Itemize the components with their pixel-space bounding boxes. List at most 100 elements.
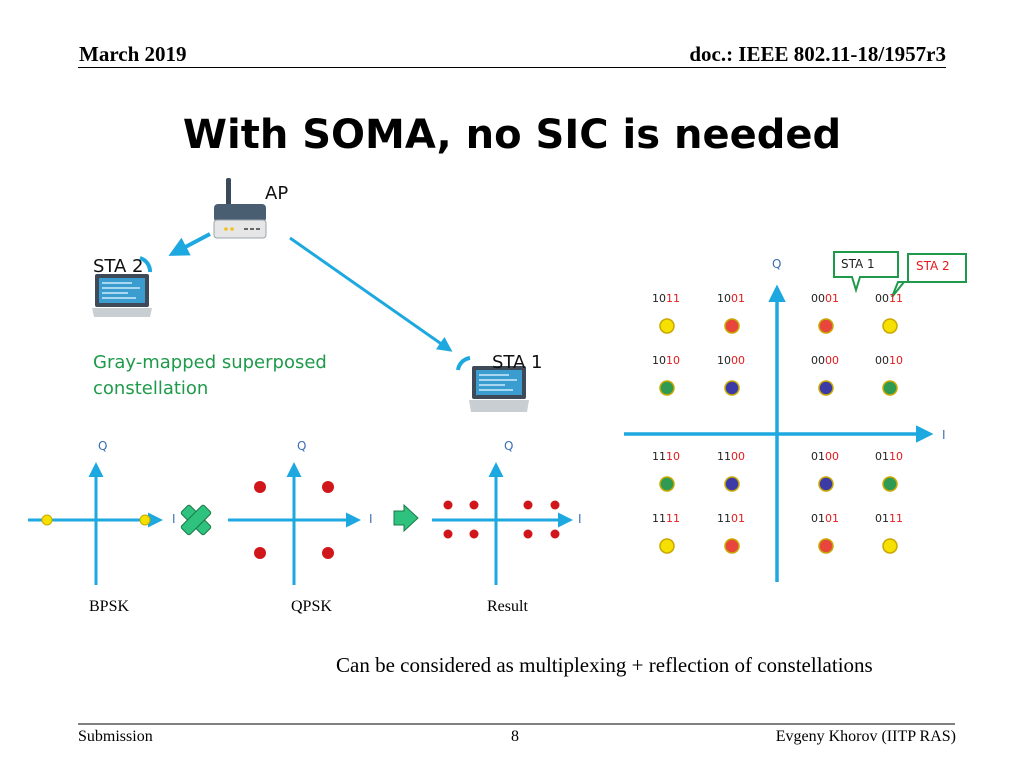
result-q-label: Q xyxy=(504,439,514,453)
arrow-ap-to-sta1 xyxy=(289,236,453,352)
result-caption: Result xyxy=(487,598,528,615)
arrow-ap-to-sta2 xyxy=(168,232,211,256)
constellation-code-label: 0010 xyxy=(875,354,903,367)
callout-sta1-text: STA 1 xyxy=(841,257,875,271)
qpsk-caption: QPSK xyxy=(291,598,332,615)
bpsk-plot xyxy=(28,462,163,585)
footer-submission: Submission xyxy=(78,728,153,745)
code-sta2-bits: 10 xyxy=(652,292,666,305)
result-point xyxy=(443,529,453,539)
qpsk-plot xyxy=(228,462,361,585)
right-arrow-icon xyxy=(393,503,419,533)
cross-icon xyxy=(180,504,212,536)
constellation-points xyxy=(659,318,898,554)
code-sta1-bits: 11 xyxy=(666,512,680,525)
sta1-label: STA 1 xyxy=(492,352,543,373)
constellation-code-label: 1000 xyxy=(717,354,745,367)
sta2-label: STA 2 xyxy=(93,256,144,277)
result-i-label: I xyxy=(578,512,582,526)
code-sta2-bits: 01 xyxy=(875,512,889,525)
router-icon xyxy=(213,178,267,239)
bpsk-point xyxy=(41,514,53,526)
constellation-point xyxy=(724,318,740,334)
laptop-icon-sta1 xyxy=(456,356,529,412)
constellation-code-label: 0000 xyxy=(811,354,839,367)
qpsk-i-label: I xyxy=(369,512,373,526)
code-sta2-bits: 11 xyxy=(717,450,731,463)
constellation-point xyxy=(724,380,740,396)
result-point xyxy=(523,500,533,510)
code-sta1-bits: 01 xyxy=(731,292,745,305)
code-sta1-bits: 01 xyxy=(825,512,839,525)
code-sta1-bits: 00 xyxy=(731,354,745,367)
qpsk-point xyxy=(254,481,266,493)
footer-author: Evgeny Khorov (IITP RAS) xyxy=(775,728,956,745)
constellation-code-label: 0100 xyxy=(811,450,839,463)
code-sta2-bits: 01 xyxy=(811,450,825,463)
result-point xyxy=(469,529,479,539)
code-sta1-bits: 00 xyxy=(825,450,839,463)
bpsk-caption: BPSK xyxy=(89,598,130,615)
qpsk-q-label: Q xyxy=(297,439,307,453)
code-sta2-bits: 00 xyxy=(811,292,825,305)
constellation-point xyxy=(659,538,675,554)
code-sta1-bits: 10 xyxy=(889,354,903,367)
footer-page-number: 8 xyxy=(511,728,519,745)
result-point xyxy=(469,500,479,510)
code-sta2-bits: 11 xyxy=(717,512,731,525)
bpsk-i-label: I xyxy=(172,512,176,526)
constellation-point xyxy=(659,380,675,396)
code-sta2-bits: 00 xyxy=(875,292,889,305)
callout-sta2-text: STA 2 xyxy=(916,259,950,273)
constellation-point xyxy=(882,380,898,396)
result-plot xyxy=(432,462,573,585)
constellation-point xyxy=(724,476,740,492)
constellation-axes xyxy=(624,284,934,582)
gray-mapped-note: Gray-mapped superposed constellation xyxy=(93,352,327,399)
code-sta1-bits: 00 xyxy=(825,354,839,367)
code-sta1-bits: 11 xyxy=(889,512,903,525)
code-sta1-bits: 11 xyxy=(666,292,680,305)
qpsk-point xyxy=(322,481,334,493)
bpsk-q-label: Q xyxy=(98,439,108,453)
code-sta2-bits: 10 xyxy=(717,354,731,367)
constellation-code-label: 0110 xyxy=(875,450,903,463)
code-sta2-bits: 01 xyxy=(811,512,825,525)
ap-label: AP xyxy=(265,183,289,204)
constellation-point xyxy=(818,538,834,554)
constellation-i-label: I xyxy=(942,428,946,442)
constellation-code-label: 0011 xyxy=(875,292,903,305)
header-date: March 2019 xyxy=(79,42,187,66)
constellation-point xyxy=(818,318,834,334)
code-sta1-bits: 10 xyxy=(666,354,680,367)
code-sta1-bits: 11 xyxy=(889,292,903,305)
constellation-point xyxy=(882,538,898,554)
constellation-code-label: 1011 xyxy=(652,292,680,305)
laptop-icon-sta2 xyxy=(92,256,152,317)
constellation-code-label: 1110 xyxy=(652,450,680,463)
constellation-code-label: 1010 xyxy=(652,354,680,367)
result-point xyxy=(523,529,533,539)
header-doc-id: doc.: IEEE 802.11-18/1957r3 xyxy=(689,42,946,66)
code-sta1-bits: 10 xyxy=(666,450,680,463)
summary-text: Can be considered as multiplexing + refl… xyxy=(336,653,873,677)
constellation-code-label: 0101 xyxy=(811,512,839,525)
header-rule xyxy=(78,67,946,68)
constellation-point xyxy=(659,318,675,334)
qpsk-point xyxy=(322,547,334,559)
code-sta1-bits: 00 xyxy=(731,450,745,463)
constellation-q-label: Q xyxy=(772,257,782,271)
constellation-point xyxy=(882,318,898,334)
code-sta2-bits: 11 xyxy=(652,450,666,463)
callout-sta2 xyxy=(891,253,967,298)
result-point xyxy=(550,500,560,510)
constellation-code-label: 0111 xyxy=(875,512,903,525)
code-sta2-bits: 00 xyxy=(811,354,825,367)
code-sta2-bits: 00 xyxy=(875,354,889,367)
constellation-code-label: 1100 xyxy=(717,450,745,463)
constellation-code-label: 0001 xyxy=(811,292,839,305)
constellation-code-label: 1111 xyxy=(652,512,680,525)
code-sta2-bits: 10 xyxy=(717,292,731,305)
constellation-point xyxy=(724,538,740,554)
